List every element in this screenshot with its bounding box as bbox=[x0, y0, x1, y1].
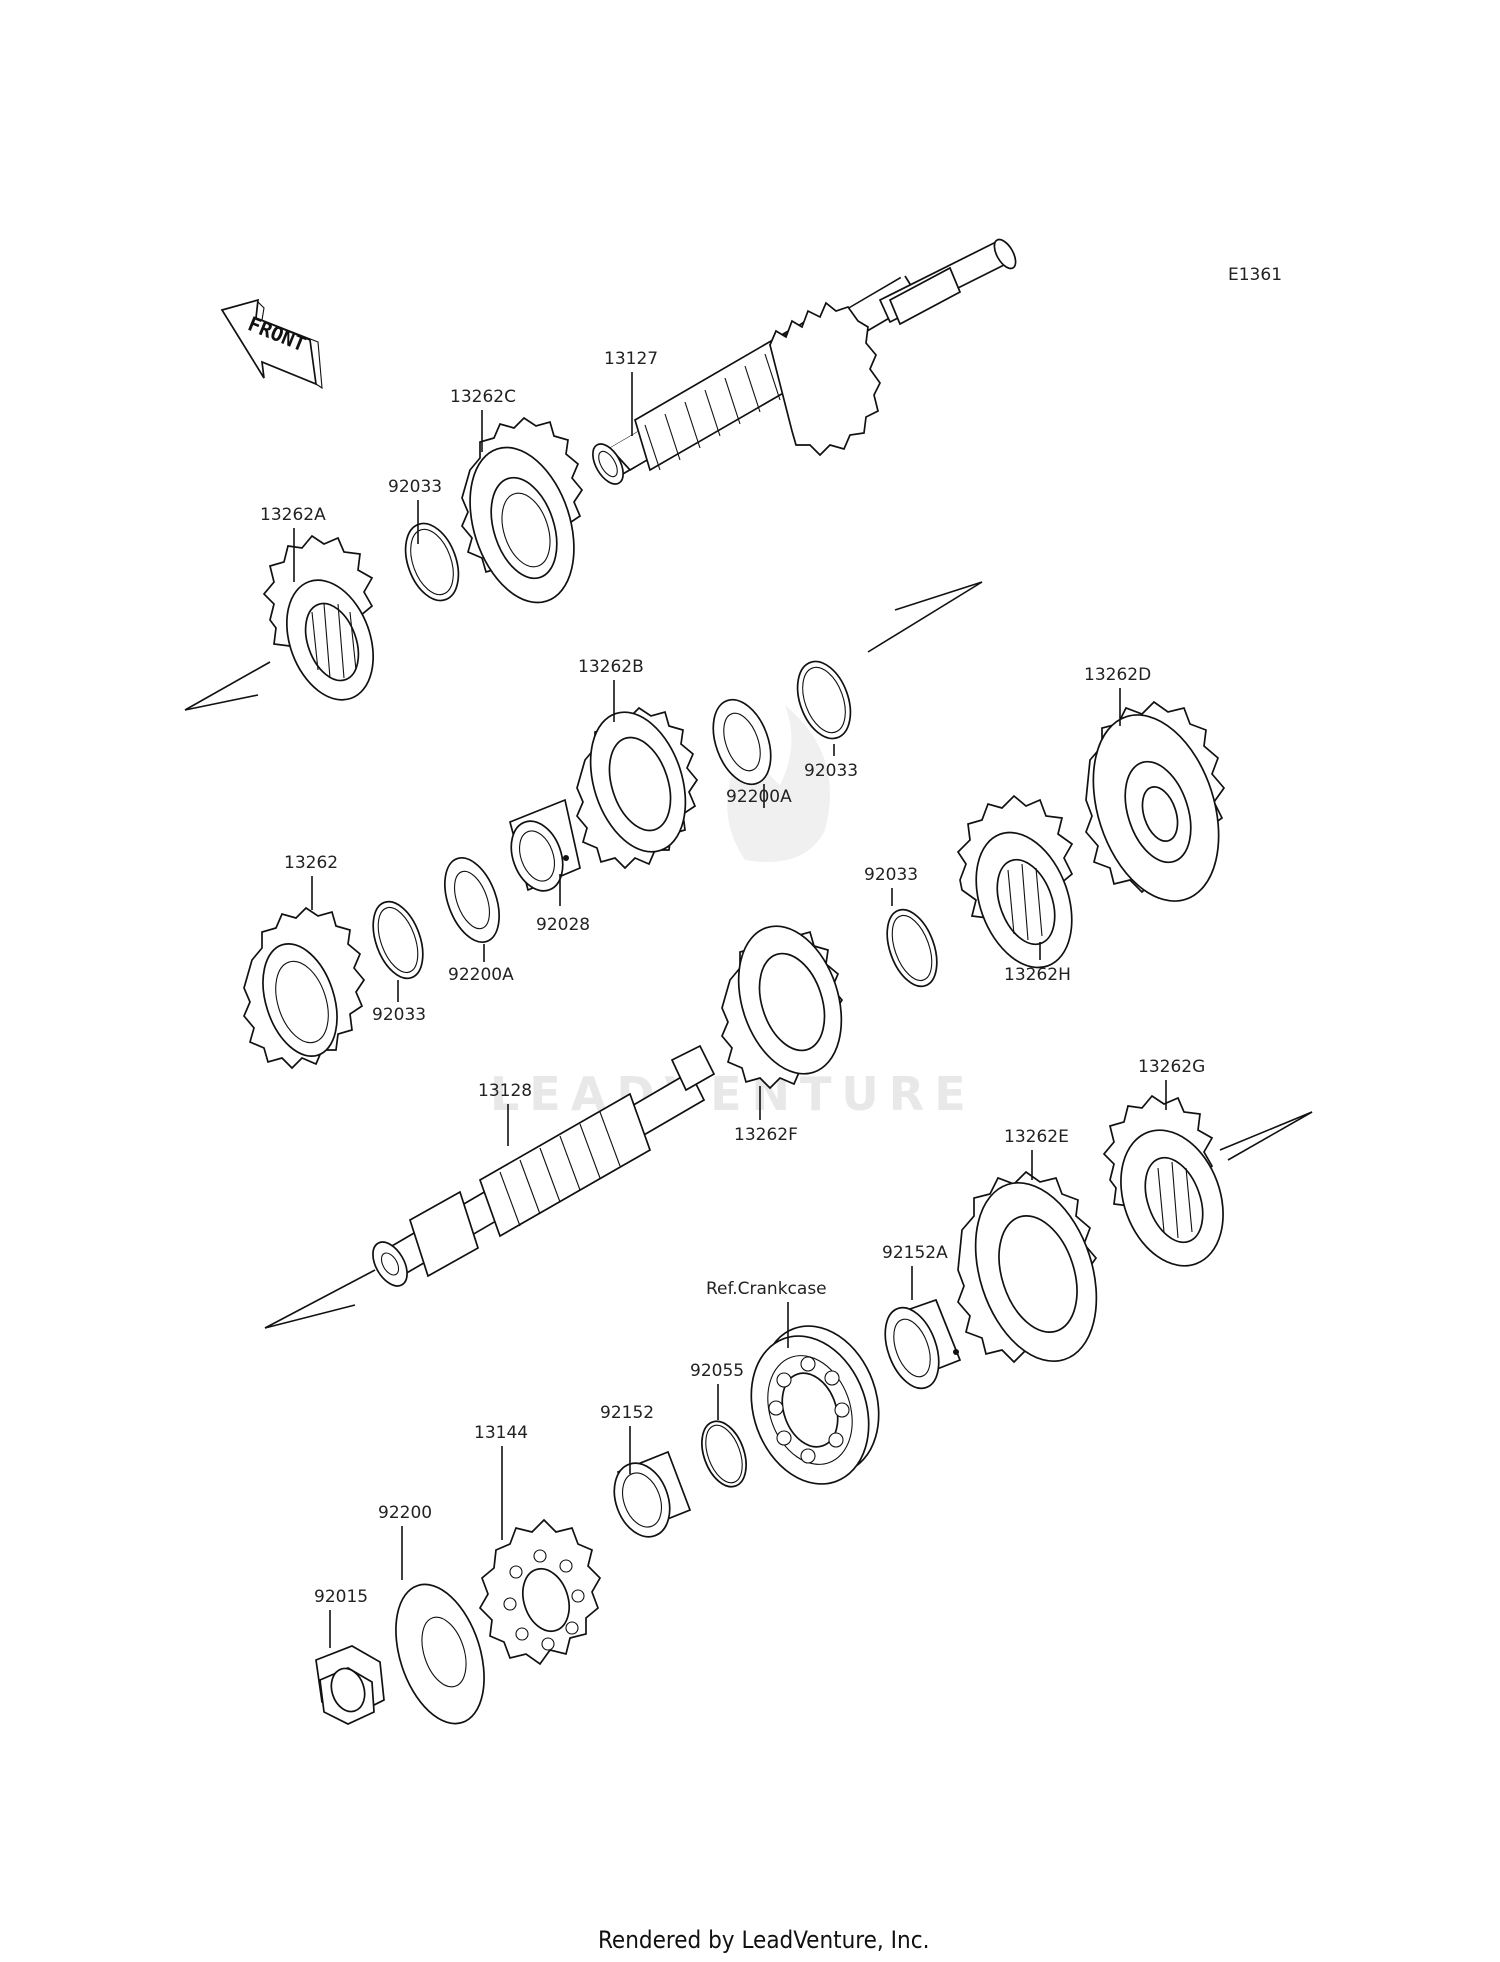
washer-92200 bbox=[395, 1583, 485, 1725]
label-92028: 92028 bbox=[536, 915, 590, 935]
gear-13262B bbox=[576, 706, 699, 870]
circlip-92033-center bbox=[886, 908, 938, 988]
label-13262: 13262 bbox=[284, 853, 338, 873]
label-92152: 92152 bbox=[600, 1403, 654, 1423]
label-92015: 92015 bbox=[314, 1587, 368, 1607]
label-13262D: 13262D bbox=[1084, 665, 1151, 685]
watermark: LEADVENTURE bbox=[490, 705, 976, 1121]
front-arrow: FRONT bbox=[220, 298, 323, 390]
o-ring-92055 bbox=[701, 1420, 747, 1488]
gear-13262 bbox=[243, 906, 366, 1070]
label-ref-crankcase: Ref.Crankcase bbox=[706, 1279, 827, 1299]
diagram-code: E1361 bbox=[1228, 265, 1282, 285]
part-labels: 13262A 92033 13262C 13127 13262B 92200A … bbox=[260, 349, 1205, 1607]
circlip-92033-mid bbox=[372, 900, 424, 980]
gear-13262A bbox=[262, 534, 375, 701]
label-92033-mid: 92033 bbox=[372, 1005, 426, 1025]
watermark-text: LEADVENTURE bbox=[490, 1067, 976, 1121]
label-13144: 13144 bbox=[474, 1423, 528, 1443]
gear-13262G bbox=[1102, 1094, 1224, 1267]
label-92033-top: 92033 bbox=[388, 477, 442, 497]
gear-13262D bbox=[1085, 700, 1226, 902]
label-13262F: 13262F bbox=[734, 1125, 798, 1145]
gear-13262F bbox=[721, 925, 844, 1090]
output-shaft-13128 bbox=[372, 1044, 716, 1287]
label-13262C: 13262C bbox=[450, 387, 516, 407]
axis-lines bbox=[184, 581, 1313, 1329]
label-13127: 13127 bbox=[604, 349, 658, 369]
gear-13262E bbox=[957, 1170, 1098, 1364]
needle-bearing-92028 bbox=[508, 798, 581, 892]
label-13262G: 13262G bbox=[1138, 1057, 1205, 1077]
ball-bearing-crankcase bbox=[750, 1325, 880, 1485]
label-13262E: 13262E bbox=[1004, 1127, 1069, 1147]
sprocket-13144 bbox=[478, 1518, 602, 1666]
circlip-92033-right bbox=[796, 660, 852, 740]
washer-92200A-lower bbox=[444, 856, 500, 944]
label-92200A-lower: 92200A bbox=[448, 965, 514, 985]
washer-92200A-upper bbox=[712, 698, 772, 786]
circlip-92033-top bbox=[404, 522, 460, 602]
gear-13262H bbox=[956, 794, 1074, 969]
label-13128: 13128 bbox=[478, 1081, 532, 1101]
label-13262B: 13262B bbox=[578, 657, 644, 677]
label-92200A-upper: 92200A bbox=[726, 787, 792, 807]
collar-92152 bbox=[613, 1450, 692, 1538]
label-92055: 92055 bbox=[690, 1361, 744, 1381]
label-92200: 92200 bbox=[378, 1503, 432, 1523]
label-92152A: 92152A bbox=[882, 1243, 948, 1263]
leader-lines bbox=[293, 372, 1167, 1648]
label-92033-center: 92033 bbox=[864, 865, 918, 885]
nut-92015 bbox=[315, 1645, 385, 1725]
label-92033-right: 92033 bbox=[804, 761, 858, 781]
label-13262H: 13262H bbox=[1004, 965, 1071, 985]
footer-credit: Rendered by LeadVenture, Inc. bbox=[598, 1926, 929, 1954]
input-shaft-13127 bbox=[592, 238, 1017, 485]
collar-92152A bbox=[884, 1298, 962, 1390]
label-13262A: 13262A bbox=[260, 505, 326, 525]
gear-13262C bbox=[461, 416, 584, 604]
